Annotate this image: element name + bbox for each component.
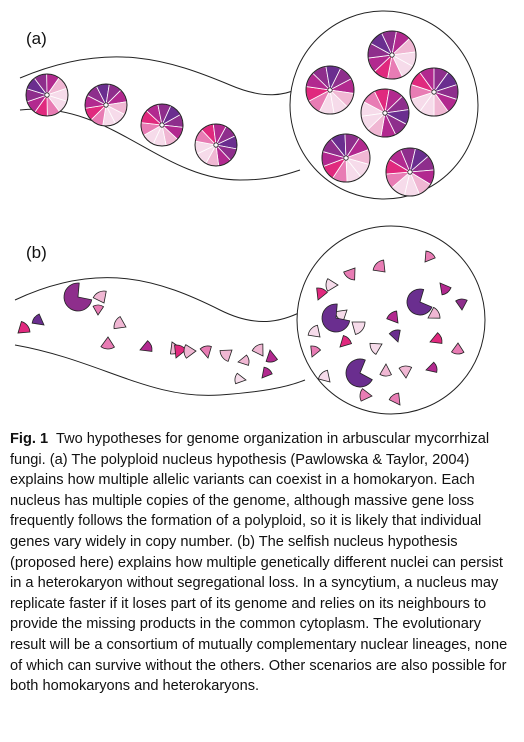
nucleus-fragment xyxy=(321,303,351,333)
nucleus-outline xyxy=(84,83,128,127)
nucleus-fragment xyxy=(219,349,233,362)
panel-a-hypha-lower-wall xyxy=(19,108,301,181)
nucleus-center xyxy=(389,52,395,58)
nucleus-fragment xyxy=(234,372,247,385)
nucleus-fragment xyxy=(251,343,264,357)
nucleus-outline xyxy=(194,123,238,167)
panel-b-nuclei xyxy=(17,250,468,406)
panel-a-hypha-upper-wall xyxy=(19,56,301,96)
nucleus-fragment xyxy=(450,342,465,355)
nucleus-fragment xyxy=(183,344,197,359)
panel-a-hypha xyxy=(19,10,479,200)
nucleus-center xyxy=(431,89,437,95)
nucleus-fragment xyxy=(100,336,116,350)
nucleus-fragment xyxy=(343,267,356,281)
nucleus-fragment xyxy=(455,298,468,311)
polyploid-nucleus xyxy=(367,30,417,80)
nucleus-center xyxy=(382,110,388,116)
nucleus-fragment xyxy=(424,250,436,263)
nucleus-fragment xyxy=(388,392,401,406)
polyploid-nucleus xyxy=(84,83,128,127)
polyploid-nucleus xyxy=(360,88,410,138)
nucleus-fragment xyxy=(310,345,322,358)
polyploid-nucleus xyxy=(305,65,355,115)
nucleus-fragment xyxy=(113,315,127,330)
polyploid-nucleus xyxy=(194,123,238,167)
caption-text: Two hypotheses for genome organization i… xyxy=(10,431,508,695)
panel-a-label: (a) xyxy=(26,29,47,48)
nucleus-fragment xyxy=(427,306,441,319)
nucleus-fragment xyxy=(439,282,452,296)
figure-illustration: (a) (b) xyxy=(14,10,486,415)
nucleus-fragment xyxy=(92,304,105,316)
nucleus-fragment xyxy=(386,310,399,324)
nucleus-fragment xyxy=(31,313,45,326)
nucleus-outline xyxy=(305,65,355,115)
caption-figure-number: Fig. 1 xyxy=(10,431,49,447)
nucleus-fragment xyxy=(372,259,386,273)
nucleus-center xyxy=(407,169,413,175)
nucleus-fragment xyxy=(261,366,273,379)
nucleus-outline xyxy=(409,67,459,117)
nucleus-center xyxy=(44,92,50,98)
panel-a-nuclei xyxy=(25,30,459,197)
nucleus-fragment xyxy=(307,324,321,338)
nucleus-fragment xyxy=(429,332,443,344)
nucleus-fragment xyxy=(316,287,328,301)
nucleus-outline xyxy=(25,73,69,117)
nucleus-fragment xyxy=(92,290,107,304)
panel-b-hypha-upper-wall xyxy=(14,277,306,323)
nucleus-fragment xyxy=(237,354,250,366)
nucleus-center xyxy=(213,142,219,148)
nucleus-center xyxy=(159,122,165,128)
nucleus-center xyxy=(103,102,109,108)
nucleus-fragment xyxy=(139,340,153,352)
polyploid-nucleus xyxy=(140,103,184,147)
nucleus-fragment xyxy=(345,358,373,388)
nucleus-outline xyxy=(385,147,435,197)
nucleus-fragment xyxy=(317,369,331,383)
polyploid-nucleus xyxy=(321,133,371,183)
nucleus-outline xyxy=(140,103,184,147)
polyploid-nucleus xyxy=(409,67,459,117)
nucleus-fragment xyxy=(369,342,383,355)
nucleus-fragment xyxy=(388,329,401,343)
nucleus-fragment xyxy=(351,321,366,336)
polyploid-nucleus xyxy=(385,147,435,197)
nucleus-outline xyxy=(360,88,410,138)
nucleus-outline xyxy=(321,133,371,183)
nucleus-fragment xyxy=(425,361,438,373)
nucleus-fragment xyxy=(199,345,212,359)
panel-b-hypha xyxy=(14,225,486,415)
polyploid-nucleus xyxy=(25,73,69,117)
nucleus-fragment xyxy=(17,320,31,334)
nucleus-fragment xyxy=(265,349,279,363)
nucleus-fragment xyxy=(379,363,392,377)
nucleus-fragment xyxy=(325,278,339,292)
nucleus-center xyxy=(343,155,349,161)
figure-caption: Fig. 1 Two hypotheses for genome organiz… xyxy=(10,429,516,697)
nucleus-outline xyxy=(367,30,417,80)
nucleus-fragment xyxy=(406,288,433,316)
nucleus-fragment xyxy=(63,282,93,312)
panel-b-hypha-lower-wall xyxy=(14,344,306,396)
nucleus-fragment xyxy=(339,334,353,348)
nucleus-center xyxy=(327,87,333,93)
nucleus-fragment xyxy=(398,365,413,379)
nucleus-fragment xyxy=(359,388,373,402)
panel-b-label: (b) xyxy=(26,243,47,262)
